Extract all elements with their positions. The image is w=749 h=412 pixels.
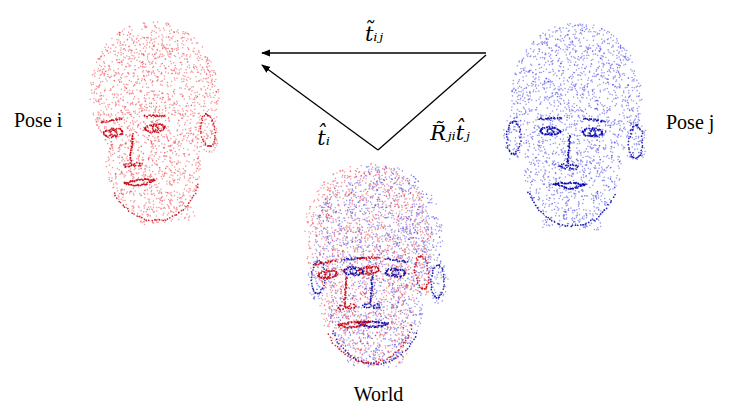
- diagram-stage: Pose iPose jWorldt̃ᵢⱼt̂ᵢR̃ⱼᵢt̂ⱼ: [0, 0, 749, 412]
